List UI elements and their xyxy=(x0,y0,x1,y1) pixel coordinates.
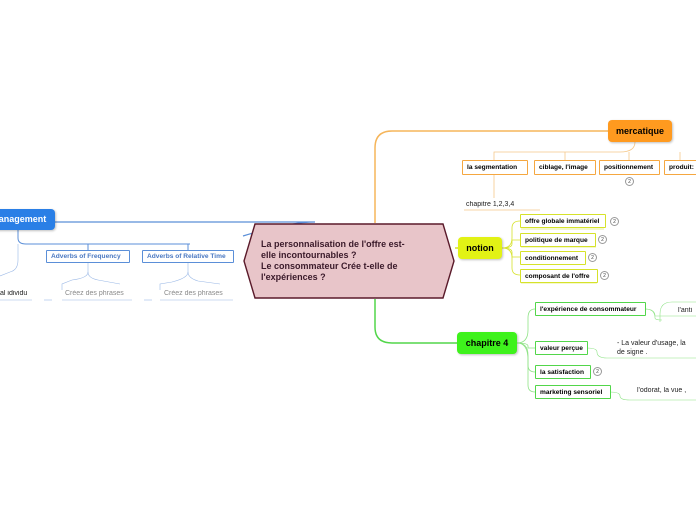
subtopic-offre-globale[interactable]: offre globale immatériel xyxy=(520,214,606,228)
link-mercatique xyxy=(374,130,608,223)
individu-note[interactable]: al idividu xyxy=(0,290,28,297)
valeur-percue-note[interactable]: - La valeur d'usage, la de signe . xyxy=(617,339,686,357)
topic-chapitre-4[interactable]: chapitre 4 xyxy=(457,332,517,354)
topic-management[interactable]: anagement xyxy=(0,209,55,230)
subtopic-marketing-sensoriel[interactable]: marketing sensoriel xyxy=(535,385,611,399)
subtopic-positionnement[interactable]: positionnement xyxy=(599,160,660,175)
central-line-4: l'expériences ? xyxy=(261,272,326,282)
subtopic-produit[interactable]: produit: xyxy=(664,160,696,175)
subtopic-composant-offre[interactable]: composant de l'offre xyxy=(520,269,598,283)
central-line-1: La personnalisation de l'offre est- xyxy=(261,239,405,249)
valeur-note-line-1: - La valeur d'usage, la xyxy=(617,340,686,347)
subtopic-experience-consommateur[interactable]: l'expérience de consommateur xyxy=(535,302,646,316)
experience-note[interactable]: l'anti xyxy=(678,307,693,314)
marketing-sensoriel-note[interactable]: l'odorat, la vue , xyxy=(637,387,687,394)
subtopic-valeur-percue[interactable]: valeur perçue xyxy=(535,341,588,355)
subtopic-adverbs-frequency[interactable]: Adverbs of Frequency xyxy=(46,250,130,263)
politique-marque-badge[interactable]: 2 xyxy=(598,235,607,244)
central-topic-shape xyxy=(243,223,455,299)
link-chapitre4 xyxy=(374,299,457,344)
valeur-note-line-2: de signe . xyxy=(617,349,648,356)
segmentation-note[interactable]: chapitre 1,2,3,4 xyxy=(466,201,515,208)
central-topic[interactable]: La personnalisation de l'offre est- elle… xyxy=(243,223,455,299)
central-topic-text: La personnalisation de l'offre est- elle… xyxy=(261,239,443,283)
offre-globale-badge[interactable]: 2 xyxy=(610,217,619,226)
relative-time-note[interactable]: Créez des phrases xyxy=(164,290,223,297)
subtopic-segmentation[interactable]: la segmentation xyxy=(462,160,528,175)
composant-offre-badge[interactable]: 2 xyxy=(600,271,609,280)
frequency-note[interactable]: Créez des phrases xyxy=(65,290,124,297)
subtopic-satisfaction[interactable]: la satisfaction xyxy=(535,365,591,379)
central-line-3: Le consommateur Crée t-elle de xyxy=(261,261,398,271)
topic-notion[interactable]: notion xyxy=(458,237,502,259)
subtopic-politique-marque[interactable]: politique de marque xyxy=(520,233,596,247)
topic-mercatique[interactable]: mercatique xyxy=(608,120,672,142)
conditionnement-badge[interactable]: 2 xyxy=(588,253,597,262)
central-line-2: elle incontournables ? xyxy=(261,250,357,260)
satisfaction-badge[interactable]: 2 xyxy=(593,367,602,376)
subtopic-ciblage[interactable]: ciblage, l'image xyxy=(534,160,596,175)
positionnement-count-badge[interactable]: 2 xyxy=(625,177,634,186)
subtopic-conditionnement[interactable]: conditionnement xyxy=(520,251,586,265)
subtopic-adverbs-relative-time[interactable]: Adverbs of Relative Time xyxy=(142,250,234,263)
